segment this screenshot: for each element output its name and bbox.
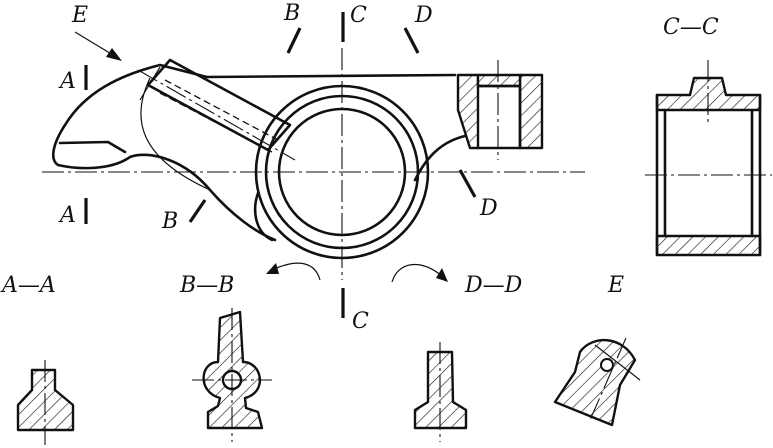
cut-mark-d-upper xyxy=(403,27,420,54)
rotate-arrow-b xyxy=(266,262,321,281)
boss-outer-circle xyxy=(254,84,430,260)
label-view-e: E xyxy=(607,273,624,298)
label-section-c-c: C—C xyxy=(663,15,719,40)
label-section-b-b: B—B xyxy=(179,273,234,298)
label-d-top: D xyxy=(414,3,433,28)
oil-passage-axis xyxy=(137,69,296,161)
label-e-arrow: E xyxy=(71,3,88,28)
cut-mark-b-lower xyxy=(188,199,207,223)
section-d-d xyxy=(413,342,468,442)
section-a-a xyxy=(16,360,75,445)
oil-passage-hidden-2 xyxy=(159,92,273,153)
screw-boss-section xyxy=(456,60,544,160)
label-section-d-d: D—D xyxy=(464,273,523,298)
rocker-body-outline xyxy=(128,73,472,242)
cut-mark-d-lower xyxy=(458,169,477,198)
rotate-arrow-d xyxy=(391,263,448,283)
section-c-c xyxy=(645,60,772,257)
label-b-top: B xyxy=(283,1,300,26)
label-d-lower: D xyxy=(479,196,498,221)
label-a-lower: A xyxy=(58,203,76,228)
label-b-lower: B xyxy=(161,209,178,234)
arm-nose-outline xyxy=(51,63,209,170)
boss-mid-circle xyxy=(264,94,420,250)
view-e xyxy=(553,337,641,427)
section-b-b xyxy=(192,308,272,442)
label-c-bottom: C xyxy=(352,309,369,334)
oil-passage-outline xyxy=(146,58,292,152)
label-c-top: C xyxy=(350,3,367,28)
label-section-a-a: A—A xyxy=(0,273,56,298)
view-arrow-e xyxy=(74,31,122,61)
bore-circle xyxy=(277,107,407,237)
main-view xyxy=(42,12,585,318)
label-a-upper: A xyxy=(58,69,76,94)
cut-mark-b-upper xyxy=(286,27,302,54)
